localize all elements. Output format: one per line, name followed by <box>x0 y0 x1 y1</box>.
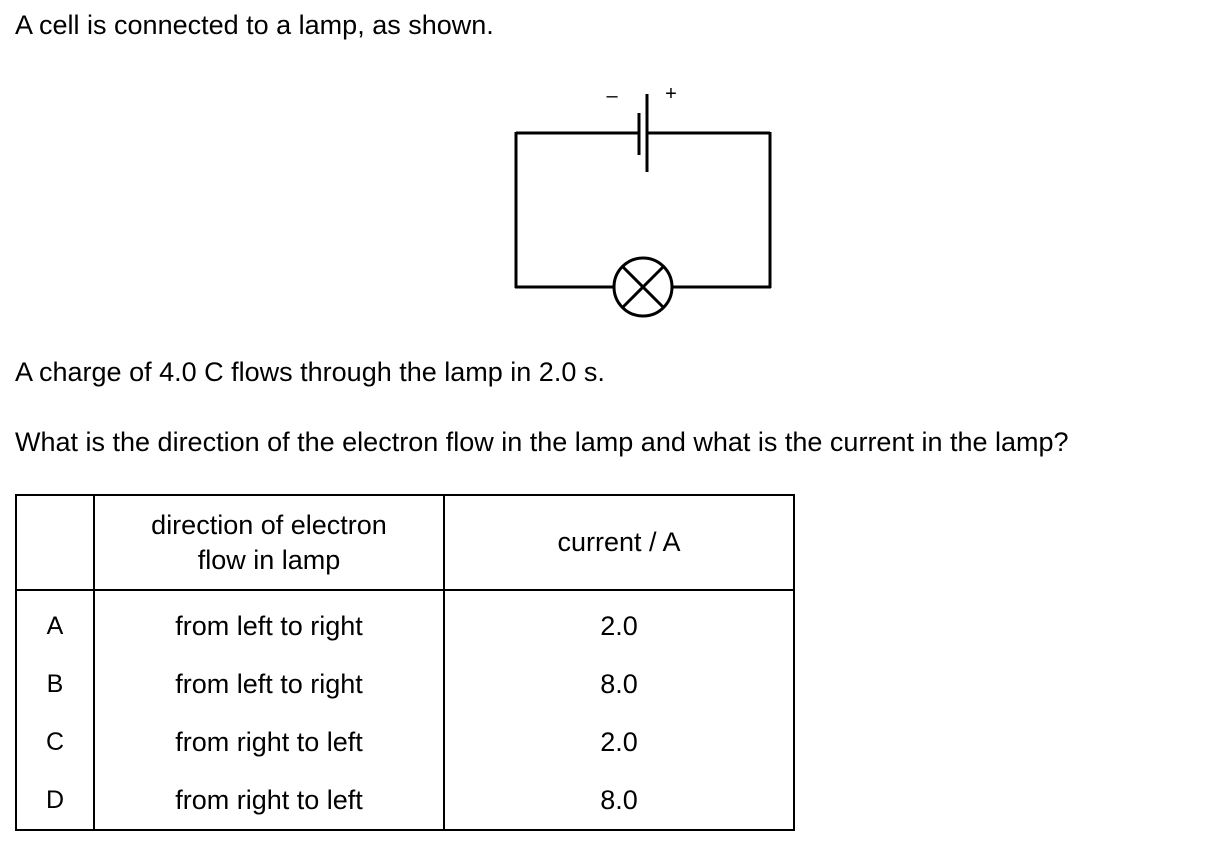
option-letter[interactable]: C <box>15 713 95 771</box>
table-row[interactable]: C from right to left 2.0 <box>15 713 795 771</box>
option-letter[interactable]: B <box>15 655 95 713</box>
table-row[interactable]: A from left to right 2.0 <box>15 590 795 655</box>
option-letter[interactable]: D <box>15 771 95 831</box>
option-direction: from left to right <box>93 655 445 713</box>
question-prompt: What is the direction of the electron fl… <box>15 427 1069 457</box>
negative-terminal-label: – <box>606 85 618 107</box>
option-direction: from right to left <box>93 713 445 771</box>
table-row[interactable]: D from right to left 8.0 <box>15 771 795 831</box>
answer-table: direction of electron flow in lamp curre… <box>15 494 795 831</box>
header-current: current / A <box>443 494 795 591</box>
option-current: 2.0 <box>443 590 795 655</box>
option-current: 2.0 <box>443 713 795 771</box>
header-direction-line-1: direction of electron <box>151 509 387 540</box>
question-intro: A cell is connected to a lamp, as shown. <box>15 10 494 40</box>
option-letter[interactable]: A <box>15 590 95 655</box>
option-direction: from right to left <box>93 771 445 831</box>
option-current: 8.0 <box>443 655 795 713</box>
option-direction: from left to right <box>93 590 445 655</box>
header-direction: direction of electron flow in lamp <box>93 494 445 591</box>
charge-statement: A charge of 4.0 C flows through the lamp… <box>15 357 605 387</box>
circuit-diagram: – + <box>514 83 772 318</box>
option-current: 8.0 <box>443 771 795 831</box>
table-header-row: direction of electron flow in lamp curre… <box>15 494 795 591</box>
positive-terminal-label: + <box>665 83 677 105</box>
header-option <box>15 494 95 591</box>
table-row[interactable]: B from left to right 8.0 <box>15 655 795 713</box>
header-direction-line-2: flow in lamp <box>197 544 341 575</box>
lamp-symbol <box>612 256 674 318</box>
